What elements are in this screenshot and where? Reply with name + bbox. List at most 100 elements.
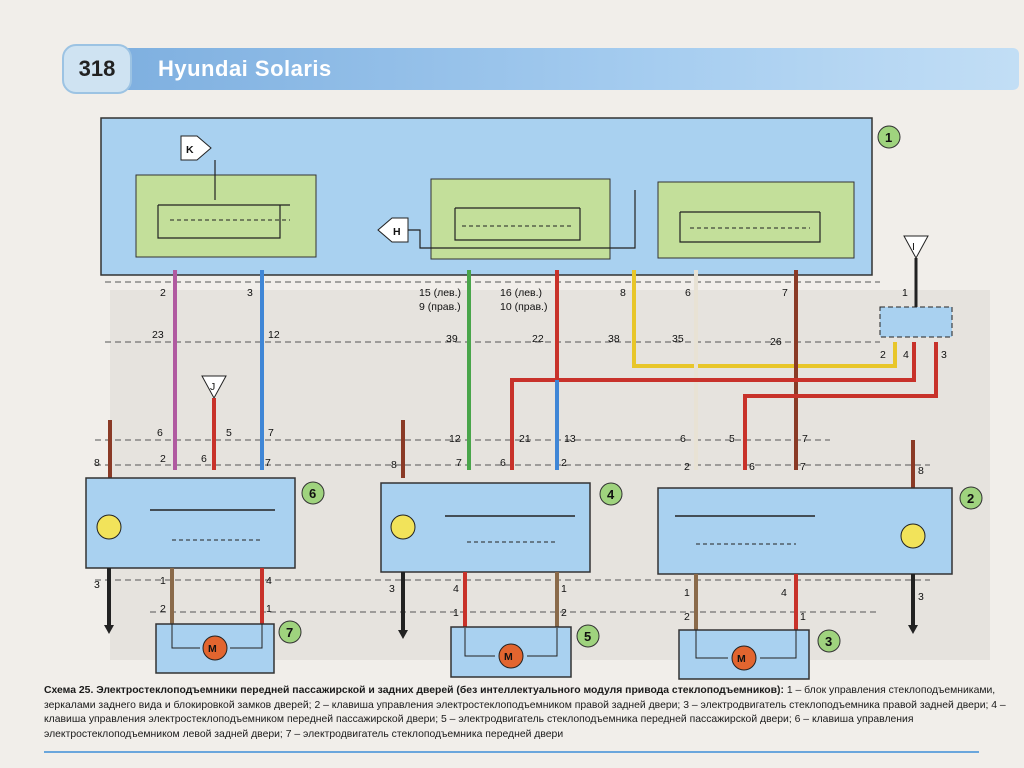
badge-7 xyxy=(278,620,302,644)
header-bar xyxy=(126,48,1019,90)
pin-label: 1 xyxy=(561,583,567,595)
pin-label: 7 xyxy=(265,457,271,469)
connector-j-label: J xyxy=(210,381,215,393)
pin-label: 12 xyxy=(449,433,461,445)
switch-module-left xyxy=(135,174,317,258)
pin-label: 2 xyxy=(684,461,690,473)
internal-wire xyxy=(157,205,281,239)
motor-wire xyxy=(695,630,728,659)
switch-module-center xyxy=(430,178,611,260)
pin-label: 5 xyxy=(729,433,735,445)
pin-label: 1 xyxy=(684,587,690,599)
motor-wire xyxy=(527,628,558,657)
pin-label: 1 xyxy=(902,287,908,299)
pin-label: 2 xyxy=(880,349,886,361)
badge-5 xyxy=(576,624,600,648)
pin-label: 2 xyxy=(160,287,166,299)
pin-label: 7 xyxy=(782,287,788,299)
badge-3-label: 3 xyxy=(825,634,832,649)
pin-label: 8 xyxy=(620,287,626,299)
lamp-icon xyxy=(96,514,122,540)
pin-label: 22 xyxy=(532,333,544,345)
connector-h xyxy=(377,217,409,243)
badge-6 xyxy=(301,481,325,505)
caption-text: 1 – блок управления стеклоподъемниками, … xyxy=(44,685,1006,740)
badge-2 xyxy=(959,486,983,510)
pin-label: 7 xyxy=(456,457,462,469)
badge-7-label: 7 xyxy=(286,625,293,640)
pin-label: 3 xyxy=(389,583,395,595)
connector-h-label: H xyxy=(393,226,401,238)
badge-2-label: 2 xyxy=(967,491,974,506)
internal-wire xyxy=(679,212,821,243)
badge-1 xyxy=(877,125,901,149)
pin-label: 38 xyxy=(608,333,620,345)
arrow-icon xyxy=(398,630,408,639)
pin-label: 21 xyxy=(519,433,531,445)
badge-5-label: 5 xyxy=(584,629,591,644)
arrow-icon xyxy=(104,625,114,634)
pin-label: 3 xyxy=(941,349,947,361)
caption-lead: Схема 25. Электростеклоподъемники передн… xyxy=(44,685,784,696)
figure-caption: Схема 25. Электростеклоподъемники передн… xyxy=(44,684,1016,742)
connector-i-label: I xyxy=(912,241,915,253)
pin-label: 1 xyxy=(800,611,806,623)
pin-label: 1 xyxy=(160,575,166,587)
ghost-background xyxy=(110,290,990,660)
pin-label: 39 xyxy=(446,333,458,345)
motor-icon xyxy=(202,635,228,661)
internal-wire xyxy=(408,190,636,249)
page-number: 318 xyxy=(62,44,132,94)
lamp-icon xyxy=(390,514,416,540)
pin-label: 2 xyxy=(561,607,567,619)
motor-wire xyxy=(464,628,495,657)
motor-label: M xyxy=(504,651,513,663)
pin-label: 8 xyxy=(94,457,100,469)
pin-label: 23 xyxy=(152,329,164,341)
motor-wire xyxy=(230,624,263,649)
pin-label: 7 xyxy=(268,427,274,439)
connector-k-label: K xyxy=(186,144,194,156)
pin-label: 4 xyxy=(903,349,909,361)
pin-label: 1 xyxy=(453,607,459,619)
pin-label: 3 xyxy=(247,287,253,299)
pin-label: 8 xyxy=(391,459,397,471)
pin-label: 26 xyxy=(770,336,782,348)
arrow-icon xyxy=(908,625,918,634)
connector-j xyxy=(201,375,227,400)
pin-label: 6 xyxy=(749,461,755,473)
badge-3 xyxy=(817,629,841,653)
pin-label: 6 xyxy=(500,457,506,469)
pin-label: 7 xyxy=(800,461,806,473)
pin-label: 3 xyxy=(918,591,924,603)
motor-label: M xyxy=(208,643,217,655)
pin-label: 12 xyxy=(268,329,280,341)
pin-label: 9 (прав.) xyxy=(419,301,461,313)
badge-1-label: 1 xyxy=(885,130,892,145)
motor-icon xyxy=(498,643,524,669)
pin-label: 15 (лев.) xyxy=(419,287,461,299)
switch-module-right xyxy=(657,181,855,259)
pin-label: 6 xyxy=(201,453,207,465)
motor-icon xyxy=(731,645,757,671)
badge-6-label: 6 xyxy=(309,486,316,501)
pin-label: 6 xyxy=(157,427,163,439)
pin-label: 2 xyxy=(160,603,166,615)
pin-label: 13 xyxy=(564,433,576,445)
caption-divider xyxy=(44,751,979,753)
pin-label: 2 xyxy=(684,611,690,623)
pin-label: 1 xyxy=(266,603,272,615)
motor-label: M xyxy=(737,653,746,665)
badge-4 xyxy=(599,482,623,506)
pin-label: 4 xyxy=(781,587,787,599)
pin-label: 6 xyxy=(680,433,686,445)
lamp-icon xyxy=(900,523,926,549)
badge-4-label: 4 xyxy=(607,487,615,502)
internal-wire xyxy=(454,208,581,241)
pin-label: 5 xyxy=(226,427,232,439)
pin-label: 2 xyxy=(561,457,567,469)
switch-block-4 xyxy=(380,482,591,573)
pin-label: 16 (лев.) xyxy=(500,287,542,299)
pin-label: 7 xyxy=(802,433,808,445)
